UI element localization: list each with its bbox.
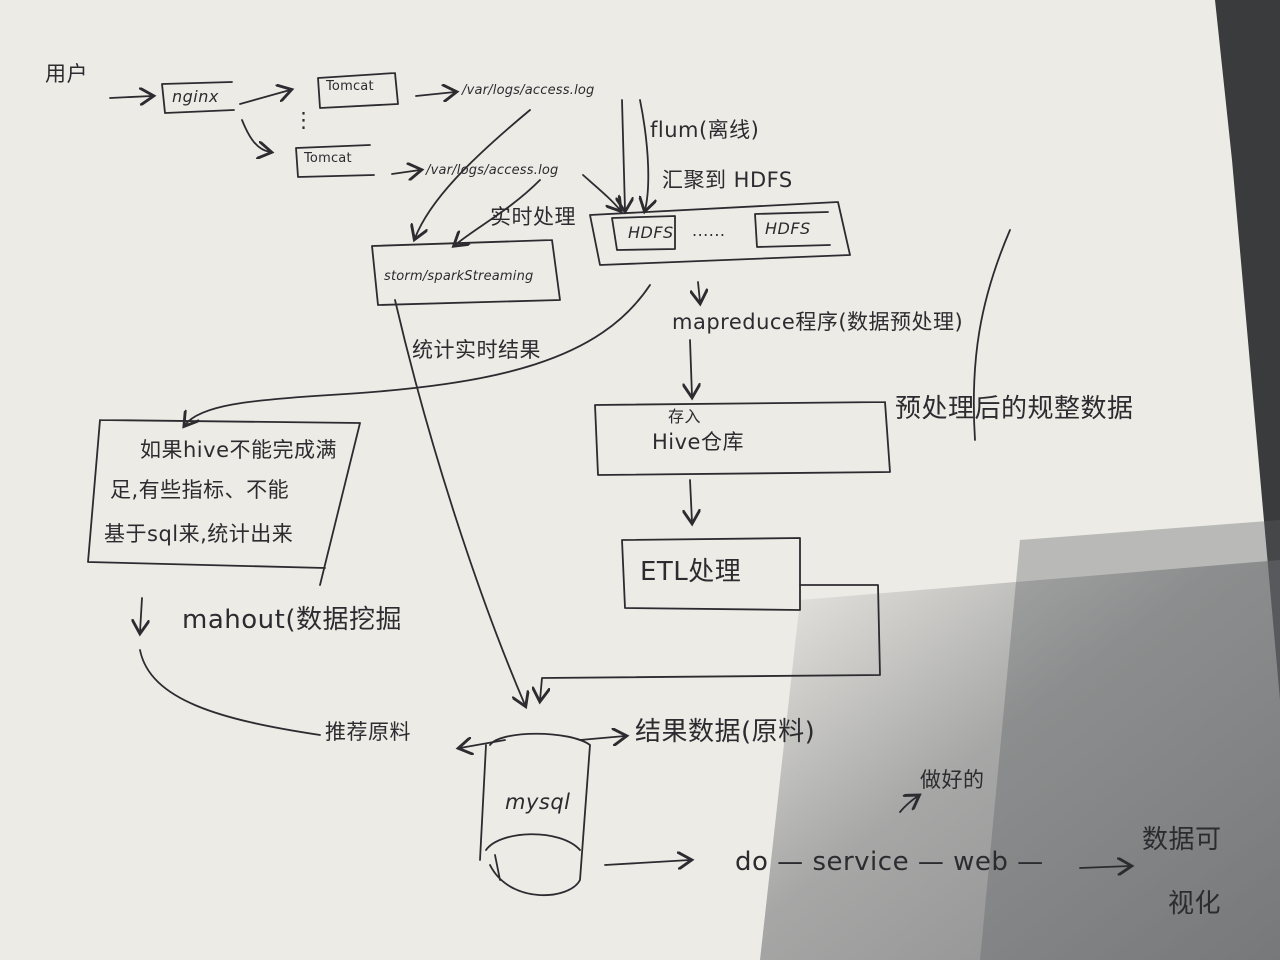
storm-label: storm/sparkStreaming — [384, 269, 534, 284]
ellipsis-vertical: ⋮ — [293, 108, 315, 132]
hive-note-line-1: 如果hive不能完成满 — [140, 438, 337, 462]
hdfs-label-2: HDFS — [765, 219, 811, 238]
hive-note-box — [87, 419, 361, 586]
nginx-label: nginx — [172, 87, 219, 106]
done-note-label: 做好的 — [920, 768, 985, 792]
mysql-cylinder — [479, 732, 591, 896]
hdfs-dots: ...... — [692, 221, 726, 240]
realtime-label: 实时处理 — [490, 205, 576, 229]
shadow — [760, 560, 1280, 960]
log-path-2: /var/logs/access.log — [426, 163, 559, 178]
storm-box — [371, 239, 561, 306]
flow-label: do — service — web — — [735, 847, 1044, 877]
hive-box — [594, 401, 891, 476]
hive-warehouse-label: Hive仓库 — [652, 430, 744, 454]
result-data-label: 结果数据(原料) — [635, 717, 816, 747]
etl-label: ETL处理 — [640, 557, 742, 587]
tomcat-label-2: Tomcat — [304, 151, 352, 166]
user-label: 用户 — [45, 62, 88, 86]
etl-box — [621, 537, 801, 611]
hive-note-line-3: 基于sql来,统计出来 — [104, 522, 294, 546]
mapreduce-label: mapreduce程序(数据预处理) — [672, 310, 964, 334]
tomcat-box-1 — [317, 72, 399, 109]
display-label-2: 视化 — [1168, 889, 1222, 919]
nginx-box — [161, 81, 235, 114]
flume-label: flum(离线) — [650, 118, 760, 142]
aggregate-hdfs-label: 汇聚到 HDFS — [662, 168, 793, 192]
display-label-1: 数据可 — [1142, 825, 1222, 855]
recommend-label: 推荐原料 — [325, 720, 411, 744]
mahout-label: mahout(数据挖掘 — [182, 605, 402, 635]
hive-note-line-2: 足,有些指标、不能 — [110, 478, 290, 502]
arrow-user-nginx — [109, 96, 152, 98]
preprocessed-label: 预处理后的规整数据 — [895, 394, 1134, 424]
hdfs-box — [589, 201, 851, 266]
tomcat-label-1: Tomcat — [326, 79, 374, 94]
mysql-label: mysql — [505, 790, 571, 814]
hdfs-label-1: HDFS — [628, 223, 674, 242]
tomcat-box-2 — [295, 144, 375, 178]
hive-store-label: 存入 — [668, 407, 702, 426]
realtime-stats-label: 统计实时结果 — [412, 338, 541, 362]
log-path-1: /var/logs/access.log — [462, 83, 595, 98]
